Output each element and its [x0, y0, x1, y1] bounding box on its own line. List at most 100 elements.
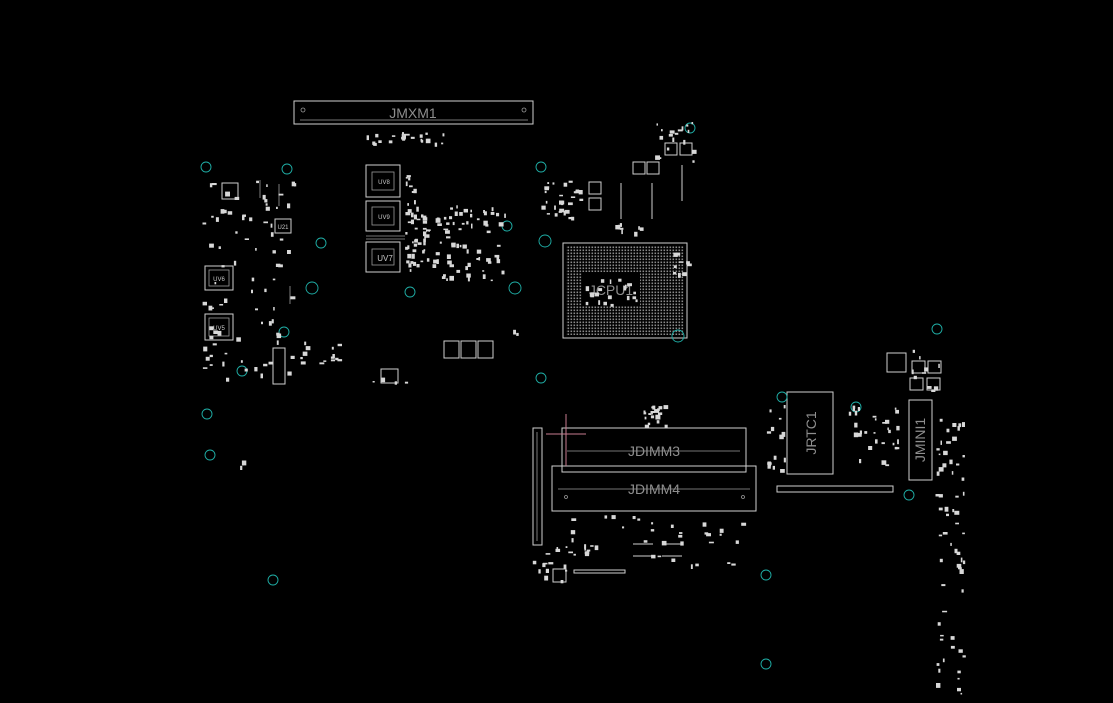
smd-pad — [266, 184, 268, 187]
smd-pad — [486, 258, 491, 262]
smd-pad — [678, 534, 683, 538]
jdimm3-slot[interactable]: JDIMM3 — [561, 427, 747, 473]
jcpu1-socket[interactable]: JCPU1 — [562, 242, 688, 339]
smd-pad — [936, 471, 940, 476]
smd-pad — [263, 363, 268, 367]
smd-pad — [407, 245, 410, 250]
smd-pad — [422, 250, 425, 254]
smd-pad — [446, 278, 448, 281]
smd-pad — [585, 286, 590, 292]
smd-pad — [222, 361, 225, 367]
smd-pad — [265, 203, 268, 206]
jmxm1-connector[interactable]: JMXM1 — [293, 100, 534, 125]
smd-pad — [556, 547, 559, 551]
smd-pad — [463, 208, 468, 213]
smd-pad — [589, 293, 593, 297]
smd-pad — [769, 409, 772, 413]
smd-pad — [402, 132, 404, 135]
smd-pad — [405, 181, 408, 187]
smd-pad — [897, 439, 899, 445]
smd-pad — [952, 423, 957, 427]
smd-pad — [781, 431, 786, 437]
smd-pad — [466, 273, 471, 278]
smd-pad — [559, 194, 563, 197]
smd-pad — [559, 208, 565, 213]
smd-pad — [657, 408, 660, 412]
smd-pad — [471, 223, 473, 229]
smd-pad — [962, 655, 966, 658]
smd-pad — [650, 529, 655, 532]
smd-pad — [778, 417, 782, 420]
smd-pad — [942, 610, 948, 613]
smd-pad — [407, 221, 411, 224]
smd-pad — [655, 414, 661, 420]
smd-pad — [682, 272, 687, 277]
smd-pad — [410, 219, 414, 225]
smd-pad — [490, 279, 493, 282]
smd-pad — [702, 522, 707, 527]
smd-pad — [432, 264, 437, 268]
jdimm4-slot[interactable]: JDIMM4 — [551, 465, 757, 512]
smd-pad — [483, 211, 487, 216]
via-hole — [684, 122, 696, 134]
smd-pad — [579, 198, 584, 201]
smd-pad — [896, 447, 900, 450]
smd-pad — [225, 191, 230, 197]
smd-pad — [415, 238, 418, 242]
smd-pad — [664, 424, 668, 428]
smd-pad — [478, 257, 481, 261]
smd-pad — [852, 405, 856, 409]
smd-pad — [425, 132, 428, 135]
smd-pad — [936, 448, 940, 451]
smd-pad — [366, 135, 369, 141]
smd-pad — [236, 337, 241, 342]
smd-pad — [221, 265, 225, 268]
jmini1-connector[interactable]: JMINI1 — [908, 399, 933, 481]
uv5-label: UV5 — [213, 326, 225, 332]
smd-pad — [220, 209, 225, 214]
smd-pad — [741, 522, 747, 526]
smd-pad — [603, 301, 607, 306]
smd-pad — [404, 381, 409, 384]
smd-pad — [273, 307, 275, 311]
smd-pad — [244, 238, 249, 240]
smd-pad — [407, 203, 409, 206]
jrtc1-connector[interactable]: JRTC1 — [786, 391, 834, 475]
smd-pad — [584, 544, 587, 549]
smd-pad — [419, 134, 423, 138]
smd-pad — [686, 263, 692, 267]
smd-pad — [373, 142, 377, 146]
smd-pad — [719, 528, 724, 533]
smd-pad — [202, 301, 207, 306]
smd-pad — [437, 223, 442, 226]
smd-pad — [287, 203, 291, 209]
smd-pad — [541, 205, 546, 210]
smd-pad — [456, 269, 461, 273]
smd-pad — [638, 226, 640, 230]
smd-pad — [895, 409, 899, 414]
smd-pad — [476, 218, 480, 221]
smd-pad — [425, 138, 431, 144]
smd-pad — [208, 305, 213, 311]
smd-pad — [882, 422, 887, 424]
smd-pad — [337, 343, 342, 347]
smd-pad — [954, 510, 960, 515]
smd-pad — [935, 494, 940, 497]
smd-pad — [451, 242, 456, 248]
smd-pad — [542, 563, 546, 568]
smd-pad — [680, 541, 684, 546]
smd-pad — [300, 357, 303, 360]
smd-pad — [637, 518, 641, 521]
smd-pad-group — [202, 122, 966, 695]
smd-pad — [938, 494, 943, 498]
uv7-label: UV7 — [377, 254, 393, 263]
smd-pad — [666, 147, 670, 151]
smd-pad — [482, 270, 485, 272]
smd-pad — [547, 182, 550, 184]
smd-pad — [496, 256, 500, 260]
smd-pad — [452, 221, 455, 226]
smd-pad — [422, 217, 428, 221]
smd-pad — [447, 260, 452, 265]
smd-pad — [412, 261, 417, 266]
smd-pad — [961, 477, 965, 481]
